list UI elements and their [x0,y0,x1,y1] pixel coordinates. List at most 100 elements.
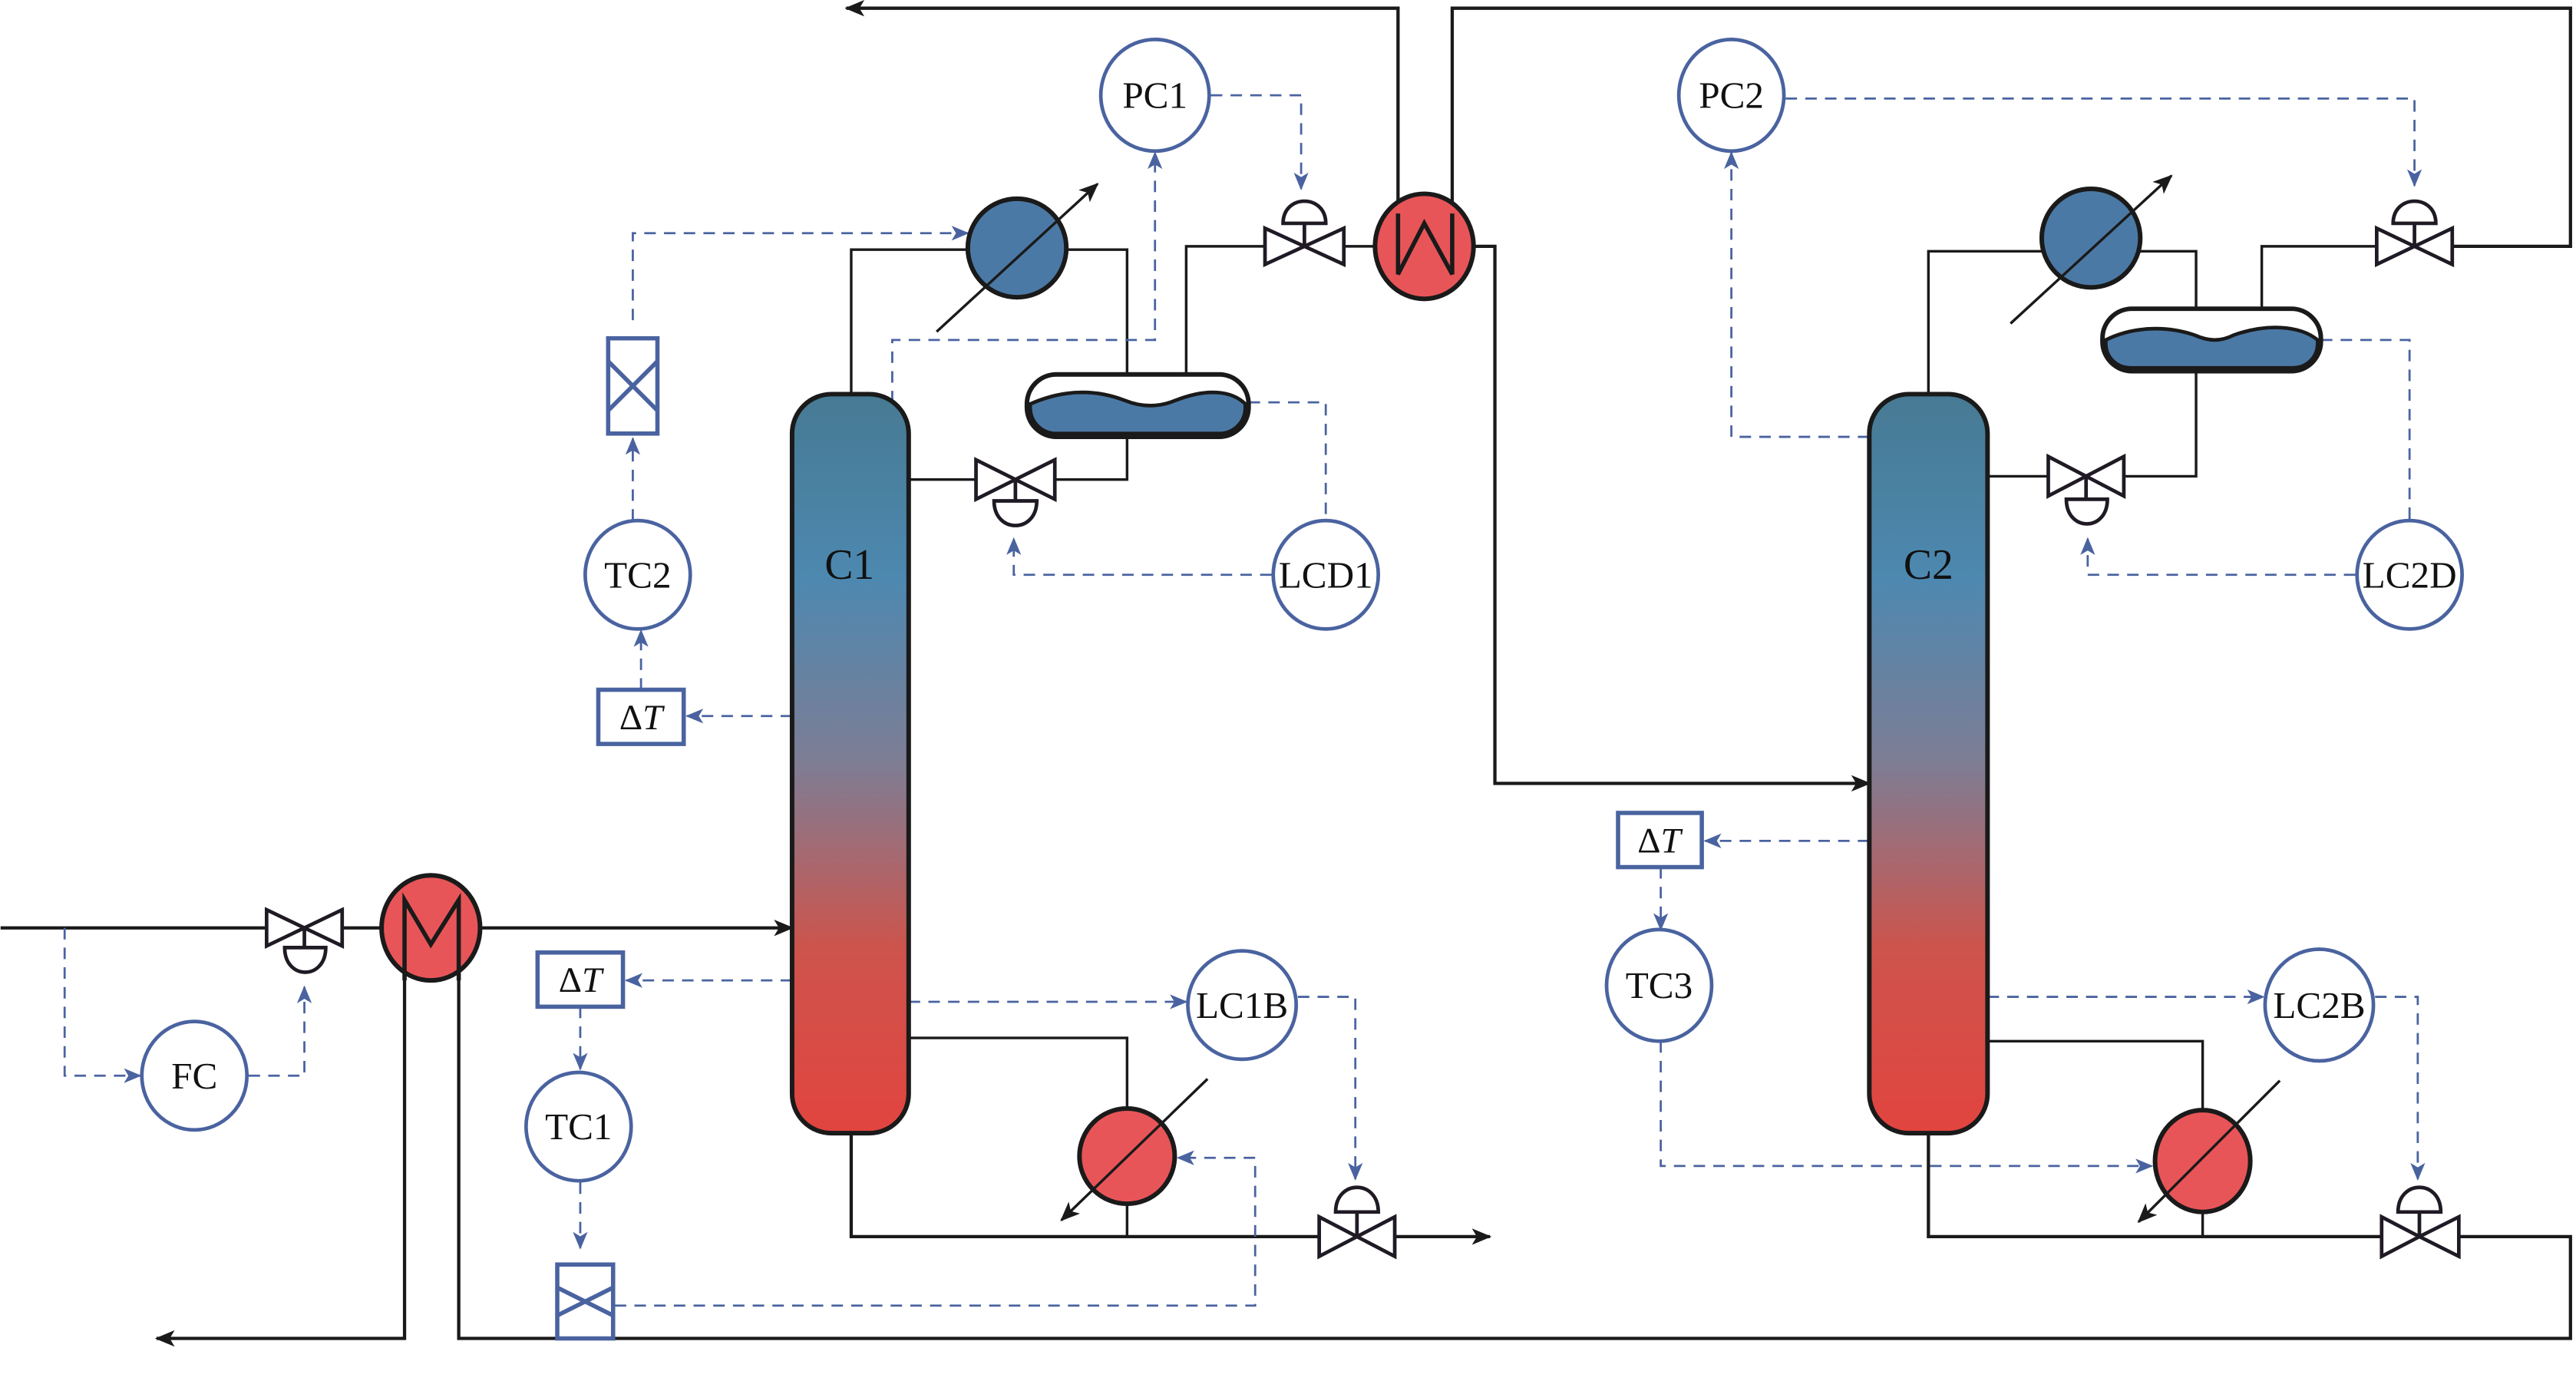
drum2-vapor-line [2260,245,2377,309]
condenser-2-arrow-icon [2010,174,2173,325]
controller-tc1[interactable]: TC1 [524,1070,633,1183]
bottoms-valve-2[interactable] [2379,1185,2461,1260]
c1-to-pc1-signal [891,151,1163,403]
valve-actuator-icon[interactable] [2391,199,2438,226]
heat-exchanger-m-body[interactable] [379,873,483,983]
delta-t-box-c1-lower[interactable]: ΔT [535,950,626,1009]
heat-exchanger-w[interactable] [1372,191,1476,302]
c2-overhead-line [1927,249,2042,395]
c1-bottoms-line [849,1133,1319,1239]
ratio-block-x-icon [606,359,659,412]
controller-fc-label: FC [171,1055,217,1097]
drum2-reflux-line [2123,369,2198,478]
controller-lcd1-label: LCD1 [1279,553,1373,596]
condenser-2[interactable] [2010,174,2173,325]
lcd1-to-reflux-valve-signal [1006,537,1272,577]
controller-tc3-bubble[interactable] [1604,927,1714,1043]
tc3-to-reboiler2-signal [1660,1041,2154,1174]
reflux-drum-1-liquid [1028,390,1247,436]
condenser-2-body[interactable] [2039,187,2143,290]
heat-exchanger-m[interactable] [379,873,483,983]
drum1-reflux-line [1055,434,1129,481]
ratio-block-tc2[interactable] [606,335,660,436]
reflux-drum-2[interactable] [2100,306,2323,374]
delta-t-frame[interactable] [1616,811,1704,870]
column-c2-label: C2 [1904,541,1953,589]
heat-exchanger-m-coil-icon [402,892,461,981]
reboiler-2[interactable] [2137,1079,2281,1224]
delta-t-box-c2[interactable]: ΔT [1616,811,1704,870]
controller-tc2[interactable]: TC2 [583,518,692,631]
column2-vapor-loop [1450,6,2572,249]
bottoms-valve-1[interactable] [1317,1185,1397,1260]
drum2-to-lc2d-signal [2320,339,2411,520]
process-pipes [0,0,2572,1347]
column-c2-shell[interactable] [1867,392,1990,1136]
reboiler-1[interactable] [1060,1078,1209,1221]
c2-bottoms-line [1927,1133,2382,1239]
valve-actuator-icon[interactable] [2064,497,2109,526]
delta-t-box-c1-upper[interactable]: ΔT [596,687,686,746]
delta-t-frame[interactable] [535,950,626,1009]
valve-actuator-icon[interactable] [1333,1185,1381,1214]
controller-lc1b-label: LC1B [1196,984,1288,1026]
heat-exchanger-w-coil-icon [1395,213,1455,276]
controller-pc1[interactable]: PC1 [1098,37,1211,154]
controller-fc[interactable]: FC [140,1019,249,1132]
column-c1-label: C1 [824,541,874,589]
delta-t-frame[interactable] [596,687,686,746]
controller-lc2b-bubble[interactable] [2263,947,2376,1063]
c1-overhead-line [850,248,969,395]
controller-tc1-bubble[interactable] [524,1070,633,1183]
column-c1[interactable]: C1 [789,392,911,1136]
controller-lc2d-bubble[interactable] [2355,518,2464,631]
controller-lc1b-bubble[interactable] [1186,949,1299,1062]
delta-t-label: ΔT [559,960,604,1000]
valve-actuator-icon[interactable] [1281,199,1328,226]
lc2b-to-bottoms-valve2-signal [2375,996,2426,1181]
valve-actuator-icon[interactable] [2396,1185,2443,1214]
feed-to-fc-signal [63,927,142,1083]
valve-actuator-icon[interactable] [992,499,1039,527]
controller-lc1b[interactable]: LC1B [1186,949,1299,1062]
feed-valve[interactable] [264,907,345,974]
ratio-block-tc1[interactable] [555,1262,616,1341]
controller-lc2d[interactable]: LC2D [2355,518,2464,631]
reflux-drum-2-liquid [2104,325,2320,370]
controller-pc1-label: PC1 [1122,74,1187,117]
condenser-1[interactable] [936,183,1099,333]
xbox-to-reboiler1-signal [614,1150,1257,1307]
condenser1-to-drum [1068,248,1129,375]
controller-tc3-label: TC3 [1626,964,1693,1006]
column-c1-shell[interactable] [789,392,911,1136]
top-product-line [844,0,1400,214]
delta-t-label: ΔT [1637,821,1683,861]
reflux-drum-1[interactable] [1024,372,1251,440]
drum1-vapor-line [1184,245,1266,375]
column-c2[interactable]: C2 [1867,392,1990,1136]
controller-pc2-bubble[interactable] [1676,37,1786,154]
controller-tc2-label: TC2 [604,553,671,596]
delta-t-label: ΔT [619,698,665,738]
controller-lc2b[interactable]: LC2B [2263,947,2376,1063]
xbox-to-condenser1-signal [632,226,969,321]
vapor-valve-2[interactable] [2375,199,2455,268]
reflux-valve-1[interactable] [974,457,1057,527]
controller-lcd1-bubble[interactable] [1271,518,1381,631]
controller-fc-bubble[interactable] [140,1019,249,1132]
heat-exchanger-w-body[interactable] [1372,191,1476,302]
controller-tc3[interactable]: TC3 [1604,927,1714,1043]
condenser-1-body[interactable] [965,196,1069,300]
vapor-valve-1[interactable] [1263,199,1346,268]
controller-pc1-bubble[interactable] [1098,37,1211,154]
controller-tc2-bubble[interactable] [583,518,692,631]
lc2d-to-reflux-valve2-signal [2080,537,2356,577]
controller-lcd1[interactable]: LCD1 [1271,518,1381,631]
hxm-left-leg-out [154,960,407,1347]
reflux-valve-2[interactable] [2046,453,2126,526]
controller-pc2[interactable]: PC2 [1676,37,1786,154]
pc2-to-valve2-signal [1785,97,2422,187]
valve-actuator-icon[interactable] [282,946,328,974]
signal-lines [63,94,2426,1307]
c2-reboiler-draw [1987,1039,2204,1117]
